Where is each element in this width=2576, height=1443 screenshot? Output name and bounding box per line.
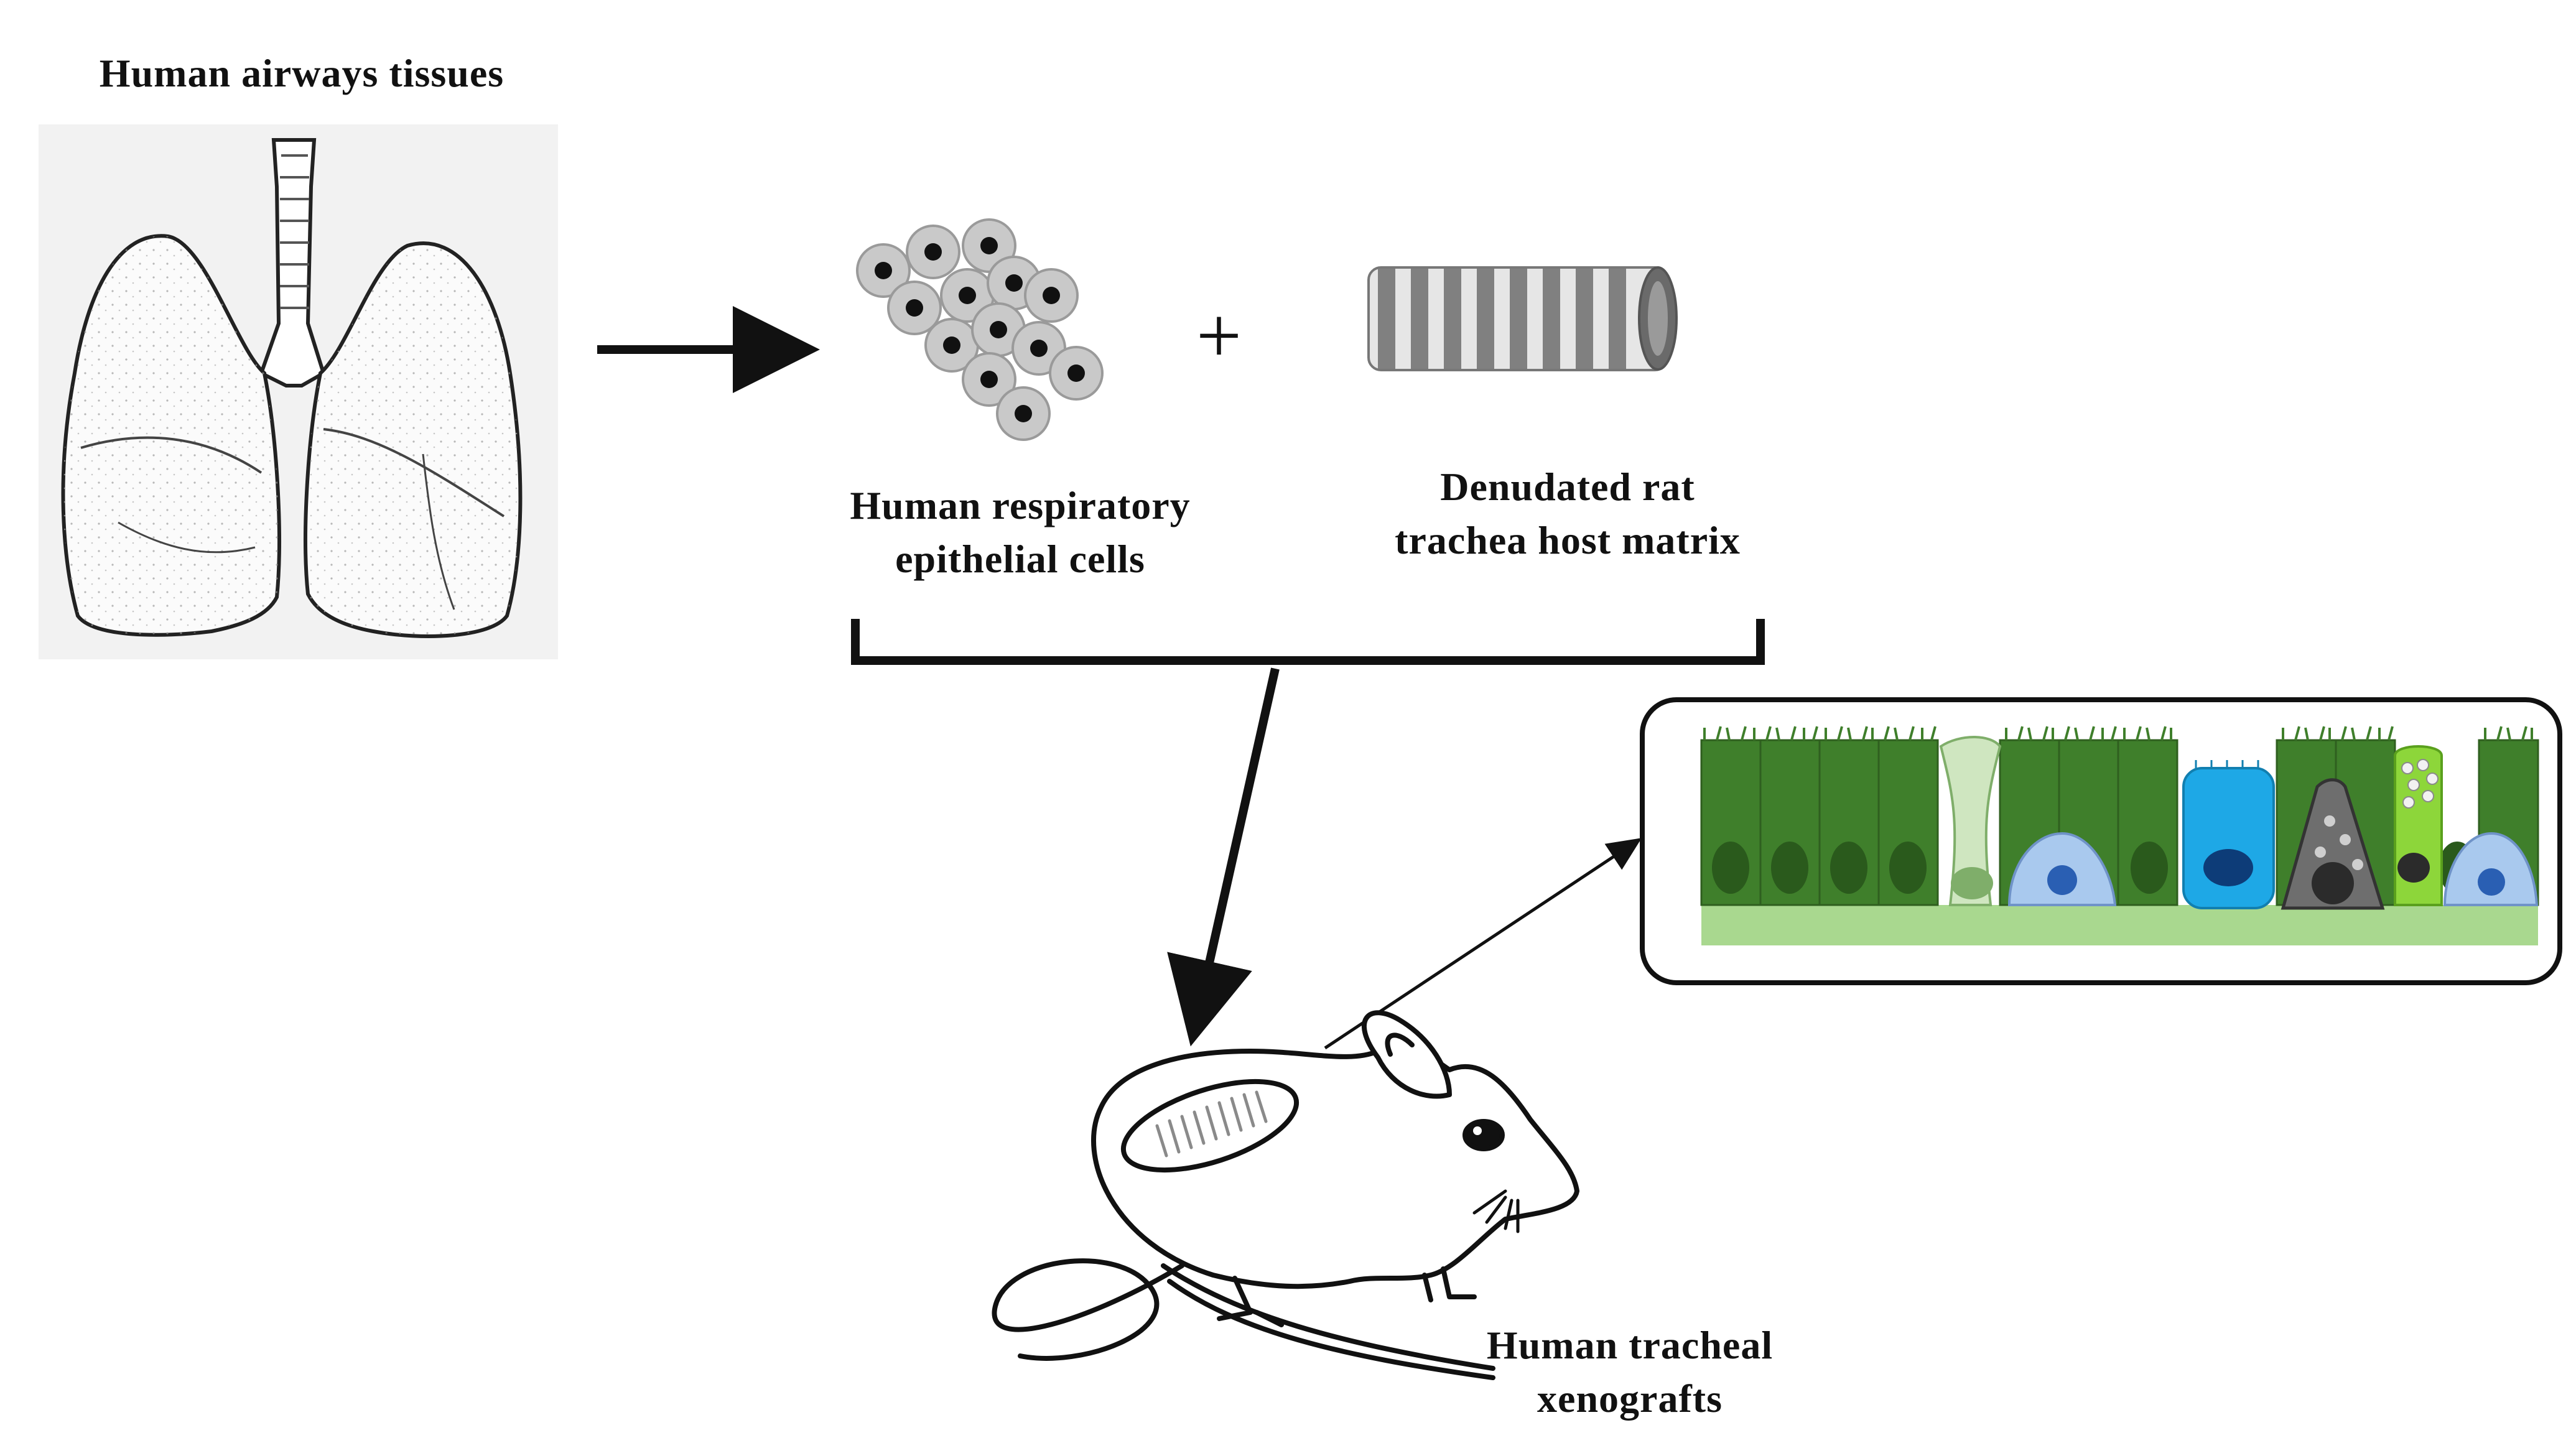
label-matrix-line1: Denudated rat bbox=[1440, 465, 1695, 509]
mouse-icon bbox=[992, 1010, 1579, 1380]
label-xeno-line2: xenografts bbox=[1537, 1376, 1723, 1421]
arrow-to-mouse bbox=[1167, 667, 1280, 1047]
label-matrix: Denudated rat trachea host matrix bbox=[1344, 460, 1792, 567]
label-xeno-line1: Human tracheal bbox=[1486, 1323, 1774, 1367]
cell-cluster-icon bbox=[856, 218, 1104, 441]
epithelium-inset-icon bbox=[1640, 697, 2562, 985]
label-cells: Human respiratory epithelial cells bbox=[796, 479, 1244, 586]
label-plus: + bbox=[1196, 291, 1243, 381]
label-airways: Human airways tissues bbox=[99, 51, 505, 95]
label-cells-line2: epithelial cells bbox=[895, 537, 1145, 581]
label-xenografts: Human tracheal xenografts bbox=[1406, 1319, 1854, 1426]
trachea-scaffold-icon bbox=[1367, 266, 1678, 371]
bracket bbox=[851, 619, 1765, 665]
label-matrix-line2: trachea host matrix bbox=[1395, 518, 1741, 562]
lungs-icon bbox=[39, 124, 558, 659]
label-cells-line1: Human respiratory bbox=[850, 483, 1191, 527]
